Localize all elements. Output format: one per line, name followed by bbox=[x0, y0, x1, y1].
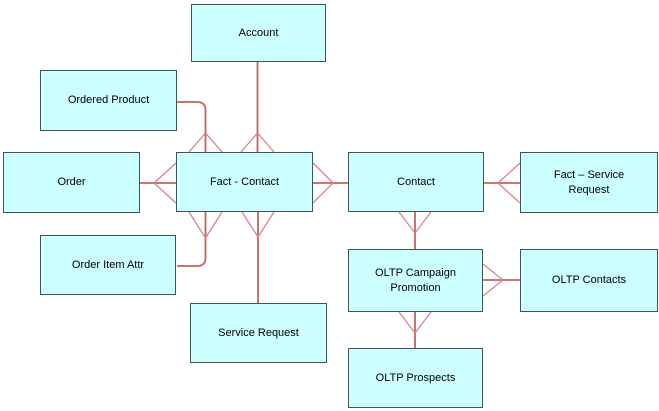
entity-contact[interactable]: Contact bbox=[348, 152, 484, 212]
entity-fact-service-request[interactable]: Fact – Service Request bbox=[520, 152, 658, 213]
entity-oltp-contacts[interactable]: OLTP Contacts bbox=[520, 249, 658, 312]
entity-label: Fact – Service Request bbox=[553, 168, 625, 196]
entity-order-item-attr[interactable]: Order Item Attr bbox=[40, 235, 176, 295]
connector-account-fact-contact bbox=[240, 62, 275, 153]
connector-ordered-product-fact-contact bbox=[177, 101, 223, 153]
crow-foot-contact-bottom bbox=[398, 211, 432, 234]
entity-label: OLTP Campaign Promotion bbox=[375, 266, 456, 294]
entity-fact-contact[interactable]: Fact - Contact bbox=[176, 152, 313, 212]
entity-account[interactable]: Account bbox=[191, 4, 326, 62]
entity-label: Service Request bbox=[218, 326, 299, 339]
crow-foot-fact-contact-bottom bbox=[241, 211, 275, 238]
connector-oltp-campaign-promotion-oltp-prospects bbox=[398, 311, 432, 348]
entity-label: Contact bbox=[397, 175, 435, 188]
connector-service-request-fact-contact bbox=[241, 211, 275, 303]
entity-service-request[interactable]: Service Request bbox=[190, 303, 327, 363]
entity-label: Order bbox=[57, 176, 86, 188]
connector-order-item-attr-fact-contact bbox=[177, 211, 223, 267]
crow-foot-fact-contact-top bbox=[188, 132, 223, 153]
connector-oltp-campaign-promotion-oltp-contacts bbox=[482, 263, 520, 297]
entity-oltp-campaign-promotion[interactable]: OLTP Campaign Promotion bbox=[348, 249, 483, 312]
connector-line bbox=[177, 101, 207, 152]
connector-line bbox=[177, 212, 207, 267]
entity-label: OLTP Prospects bbox=[375, 371, 456, 384]
crow-foot-fact-contact-bottom bbox=[188, 211, 223, 239]
connector-contact-fact-contact bbox=[312, 162, 348, 204]
crow-foot-oltp-campaign-promotion-bottom bbox=[398, 311, 432, 334]
connector-contact-fact-service-request bbox=[484, 162, 521, 204]
entity-label: OLTP Contacts bbox=[551, 274, 627, 286]
entity-order[interactable]: Order bbox=[3, 152, 140, 213]
crow-foot-oltp-campaign-promotion-right bbox=[482, 263, 504, 297]
crow-foot-fact-contact-right bbox=[312, 162, 334, 204]
entity-label: Account bbox=[238, 26, 279, 39]
entity-ordered-product[interactable]: Ordered Product bbox=[40, 70, 177, 131]
entity-label: Ordered Product bbox=[67, 94, 150, 106]
connector-order-fact-contact bbox=[140, 162, 177, 204]
connector-oltp-campaign-promotion-contact bbox=[398, 211, 432, 249]
crow-foot-fact-contact-left bbox=[153, 162, 177, 204]
entity-oltp-prospects[interactable]: OLTP Prospects bbox=[348, 348, 483, 408]
entity-label: Order Item Attr bbox=[71, 258, 145, 271]
crow-foot-fact-contact-top bbox=[240, 132, 275, 153]
entity-label: Fact - Contact bbox=[209, 175, 280, 188]
crow-foot-fact-service-request-left bbox=[497, 162, 521, 204]
